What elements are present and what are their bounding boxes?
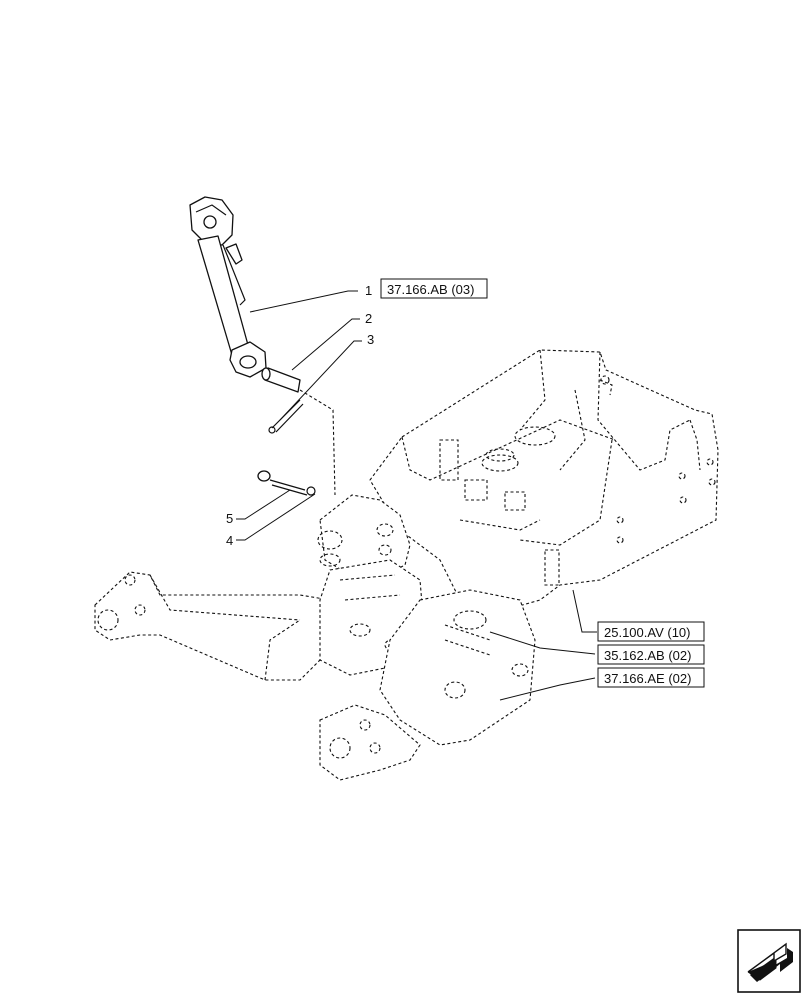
assembly-line xyxy=(299,389,336,496)
pin xyxy=(261,367,301,393)
top-link-bracket xyxy=(317,494,411,576)
ref-label-3: 35.162.AB (02) xyxy=(604,648,691,663)
leader-lines xyxy=(236,290,597,701)
callout-5: 5 xyxy=(226,511,233,526)
left-lower-link xyxy=(94,571,341,681)
callout-4: 4 xyxy=(226,533,233,548)
callout-2: 2 xyxy=(365,311,372,326)
lift-pin-and-clip xyxy=(257,470,316,496)
ref-box-2 xyxy=(597,621,705,642)
ref-box-1 xyxy=(380,278,488,299)
ref-label-1: 37.166.AB (03) xyxy=(387,282,474,297)
linch-clip xyxy=(268,399,304,434)
ref-box-4 xyxy=(597,667,705,688)
next-page-arrow-icon[interactable] xyxy=(737,929,801,993)
ref-label-4: 37.166.AE (02) xyxy=(604,671,691,686)
ref-label-2: 25.100.AV (10) xyxy=(604,625,690,640)
ref-box-3 xyxy=(597,644,705,665)
callout-1: 1 xyxy=(365,283,372,298)
callout-3: 3 xyxy=(367,332,374,347)
rear-housing-frame xyxy=(369,349,719,621)
right-lower-link xyxy=(319,589,536,781)
top-link-assembly xyxy=(189,196,267,378)
